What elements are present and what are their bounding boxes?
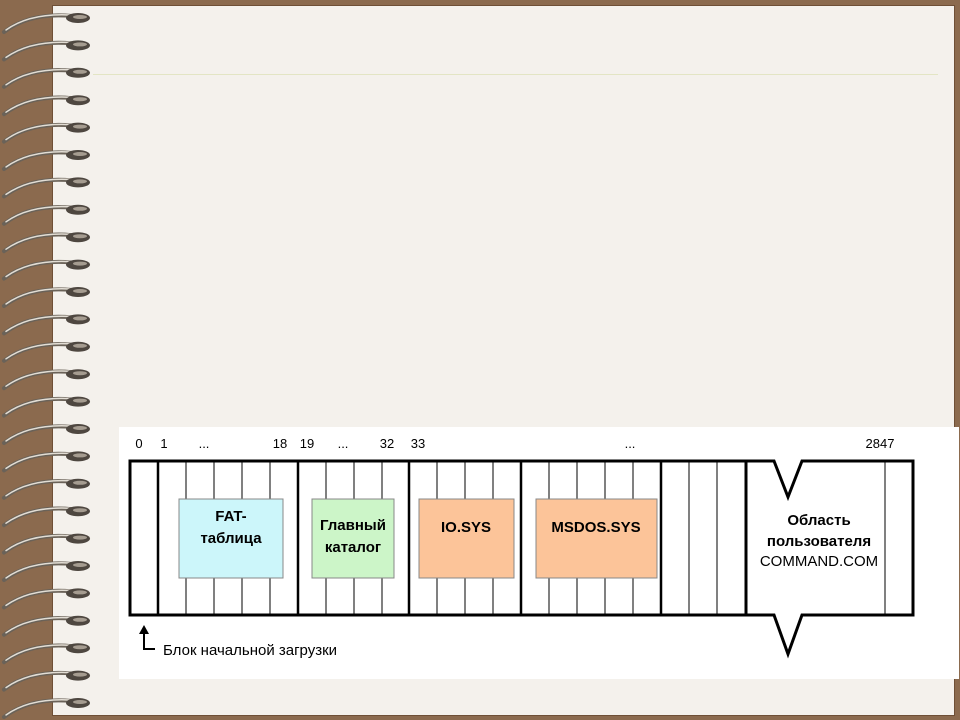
spiral-ring — [2, 396, 90, 418]
spiral-ring — [2, 369, 90, 391]
boot-block-label: Блок начальной загрузки — [163, 642, 337, 659]
spiral-ring — [2, 670, 90, 692]
spiral-ring — [2, 643, 90, 665]
spiral-ring — [2, 561, 90, 582]
spiral-ring — [2, 478, 90, 500]
disk-layout-diagram: 0 1 ... 18 19 ... 32 33 ... 2847 — [119, 427, 959, 679]
spiral-ring — [2, 95, 90, 117]
sector-number-33: 33 — [411, 436, 425, 451]
sector-ellipsis-root: ... — [338, 436, 349, 451]
sector-number-2847: 2847 — [866, 436, 895, 451]
user-area-label-line3: COMMAND.COM — [760, 553, 878, 570]
sector-ellipsis-data: ... — [625, 436, 636, 451]
spiral-ring — [2, 259, 90, 281]
msdos-sys-label: MSDOS.SYS — [551, 519, 640, 536]
spiral-ring — [2, 13, 90, 34]
spiral-ring — [2, 533, 90, 555]
io-sys-label: IO.SYS — [441, 519, 491, 536]
msdos-sys-box — [535, 498, 658, 579]
spiral-ring — [2, 588, 90, 610]
sector-number-18: 18 — [273, 436, 287, 451]
spiral-ring — [2, 314, 90, 336]
spiral-ring — [2, 150, 90, 171]
spiral-ring — [2, 122, 90, 144]
spiral-ring — [2, 451, 90, 473]
spiral-ring — [2, 40, 90, 62]
sector-number-32: 32 — [380, 436, 394, 451]
sector-number-0: 0 — [135, 436, 142, 451]
spiral-ring — [2, 341, 90, 363]
boot-block-arrow-icon — [139, 625, 155, 650]
spiral-ring — [2, 424, 90, 445]
spiral-ring — [2, 615, 90, 637]
root-label-line2: каталог — [325, 539, 381, 556]
fat-table-box — [178, 498, 284, 579]
io-sys-box — [418, 498, 515, 579]
sector-ellipsis-fat: ... — [199, 436, 210, 451]
sector-number-1: 1 — [160, 436, 167, 451]
spiral-ring — [2, 287, 90, 308]
fat-label-line2: таблица — [200, 530, 262, 547]
root-directory-box — [311, 498, 395, 579]
spiral-ring — [2, 506, 90, 528]
user-area-label-line2: пользователя — [767, 533, 871, 550]
title-underline — [93, 74, 938, 75]
user-area-callout — [744, 459, 915, 659]
spiral-ring — [2, 698, 90, 719]
spiral-ring — [2, 204, 90, 226]
spiral-ring — [2, 177, 90, 199]
region-boundaries — [156, 461, 663, 615]
spiral-binding — [2, 13, 90, 719]
root-label-line1: Главный — [320, 517, 386, 534]
sector-number-19: 19 — [300, 436, 314, 451]
fat-label-line1: FAT- — [215, 508, 246, 525]
user-area-label-line1: Область — [787, 512, 850, 529]
spiral-ring — [2, 232, 90, 254]
spiral-ring — [2, 67, 90, 89]
